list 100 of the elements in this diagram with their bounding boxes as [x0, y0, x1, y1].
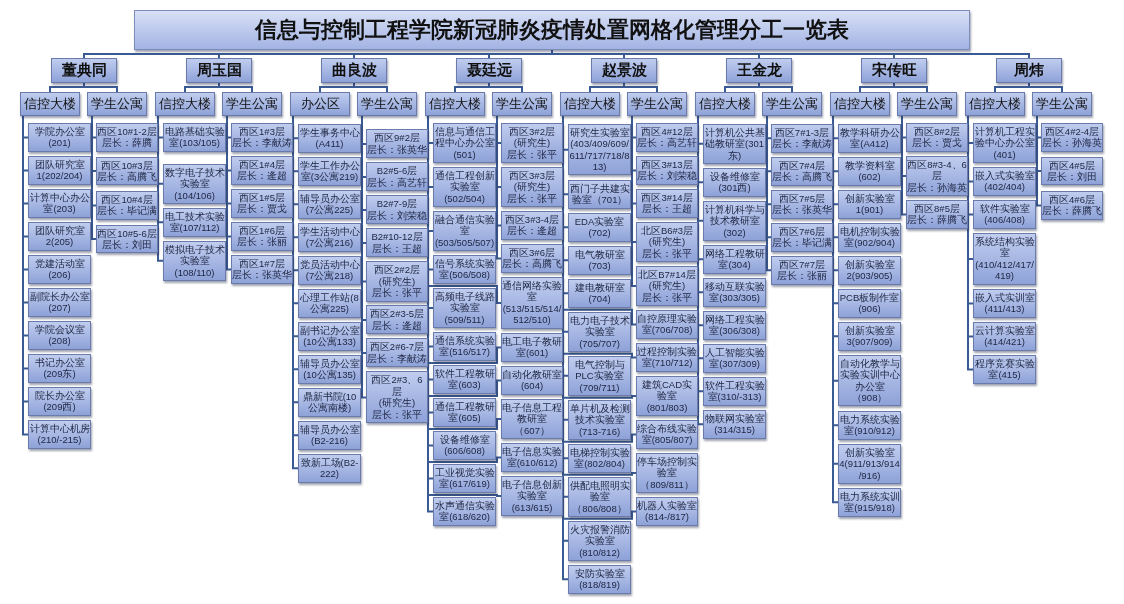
person-box: [996, 58, 1062, 83]
leader-label: 层长：高艺轩: [637, 137, 697, 149]
dorm-box: [906, 156, 968, 197]
floor-label: 西区2#3、6层: [370, 374, 424, 397]
leader-label: 层长：张平: [507, 148, 557, 161]
leader-label: 层长：薛腾飞: [907, 214, 967, 226]
room-label: 设备维修室(301西): [708, 170, 761, 194]
dorm-box: [906, 123, 968, 152]
dorm-box: [96, 123, 158, 152]
floor-label: 西区1#7层: [239, 258, 285, 270]
person-box: [861, 58, 927, 83]
person-name: 董典同: [61, 61, 107, 80]
room-label: 自动化教学与实验实训中心办公室（908）: [839, 357, 900, 404]
person-box: [321, 58, 387, 83]
leader-label: 层长：孙海英: [907, 181, 967, 194]
floor-label: B2#10-12层: [371, 231, 423, 243]
room-label: 辅导员办公室(7公寓225): [299, 192, 360, 216]
leader-label: 层长：张平: [642, 247, 692, 260]
room-label: 停车场控制实验室（809/811）: [637, 456, 697, 491]
person-box: [186, 58, 252, 83]
dorm-box: [906, 200, 968, 229]
leader-label: 层长：高艺轩: [367, 176, 427, 189]
room-label: 学生活动中心(7公寓216): [299, 225, 360, 249]
room-label: 模拟电子技术实验室(108/110): [164, 243, 225, 278]
leader-label: 层长：毕记满: [97, 205, 157, 217]
floor-label: 西区1#4层: [239, 159, 285, 171]
room-label: 人工智能实验室(307/309): [704, 346, 765, 370]
leader-label: 层长：张英华: [232, 269, 292, 281]
floor-label: 西区2#3-5层: [369, 308, 425, 320]
person-name: 周玉国: [196, 61, 242, 80]
leader-label: 层长：李献涛: [232, 137, 292, 149]
person-name: 宋传旺: [871, 61, 917, 80]
leader-label: 层长：张英华: [772, 204, 832, 216]
note-label: (研究生): [378, 397, 416, 409]
room-label: 自控原理实验室(706/708): [637, 313, 697, 336]
dorm-box: [366, 195, 428, 225]
dorm-box: [771, 189, 833, 219]
room-label: 计算机公共基础教研室(301东): [704, 126, 765, 161]
leader-label: 层长：刘荣稳: [367, 209, 427, 222]
note-label: (研究生): [378, 275, 416, 288]
dorm-box: [231, 255, 293, 284]
room-label: 学生事务中心(A411): [299, 126, 360, 150]
room-label: 创新实验室2(903/905): [843, 258, 896, 282]
dorm-box: [636, 222, 698, 263]
room-box: [28, 354, 91, 383]
person-box: [456, 58, 522, 83]
floor-label: 西区4#6层: [1049, 194, 1095, 206]
floor-label: 西区3#2层: [509, 126, 555, 137]
room-label: 数字电子技术实验室(104/106): [164, 166, 225, 201]
room-label: 网络工程教研室(304): [704, 247, 765, 271]
category-label: 信控大楼: [564, 95, 616, 113]
leader-label: 层长：逄超: [237, 170, 287, 182]
person-name: 曲良波: [331, 61, 377, 80]
category-label: 办公区: [300, 95, 340, 113]
floor-label: 西区8#2层: [914, 126, 960, 138]
dorm-box: [231, 123, 293, 152]
leader-label: 层长：逄超: [507, 225, 557, 237]
room-label: 通信网络实验室(513/515/514/512/510): [502, 280, 562, 326]
room-label: 电工技术实验室(107/112): [164, 210, 225, 234]
floor-label: 西区10#1-2层: [97, 126, 157, 137]
floor-label: 西区7#4层: [779, 159, 825, 172]
leader-label: 层长：刘田: [102, 239, 152, 251]
room-label: 电子信息创新实验室(613/615): [502, 479, 562, 514]
room-label: 辅导员办公室(10公寓135): [299, 357, 360, 381]
leader-label: 层长：孙海英: [1042, 137, 1102, 149]
room-label: 供配电照明实验室（806/808）: [569, 479, 630, 514]
person-box: [591, 58, 657, 83]
room-label: 水声通信实验室(618/620): [434, 500, 495, 523]
category-box: [290, 92, 350, 116]
room-label: 信息与通信工程中心办公室(501): [434, 126, 495, 161]
room-label: 辅导员办公室(B2-216): [299, 423, 360, 447]
leader-label: 层长：张平: [372, 287, 422, 299]
room-label: 电路基础实验室(103/105): [164, 126, 225, 149]
room-label: 电子信息实验室(610/612): [502, 446, 562, 469]
dorm-box: [501, 211, 563, 240]
floor-label: 西区1#6层: [239, 225, 285, 237]
room-label: 安防实验室(818/819): [573, 567, 626, 591]
leader-label: 层长：李献涛: [772, 138, 832, 150]
title-box: [134, 10, 970, 50]
category-label: 信控大楼: [834, 95, 886, 113]
leader-label: 层长：张平: [507, 192, 557, 205]
floor-label: B2#5-6层: [376, 165, 418, 177]
dorm-box: [1041, 123, 1103, 152]
dorm-box: [96, 156, 158, 186]
dorm-box: [1041, 191, 1103, 220]
room-label: 电气控制与PLC实验室(709/711): [573, 358, 626, 393]
floor-label: 北区B7#14层: [638, 269, 696, 280]
room-box: [28, 255, 91, 284]
room-label: 自动化教研室(604): [502, 369, 562, 392]
room-label: 学院办公室(201): [33, 126, 86, 149]
dorm-box: [96, 191, 158, 220]
room-label: 学院会议室(208): [33, 324, 86, 347]
category-label: 信控大楼: [699, 95, 751, 113]
category-label: 学生公寓: [226, 95, 278, 113]
room-label: 电子信息工程教研室（607）: [502, 402, 562, 437]
room-label: 电工电子教研室(601): [502, 336, 562, 359]
dorm-box: [771, 156, 833, 186]
room-label: 移动互联实验室(303/305): [704, 280, 765, 304]
note-label: (研究生): [513, 137, 551, 149]
room-label: 副院长办公室(207): [29, 291, 90, 314]
